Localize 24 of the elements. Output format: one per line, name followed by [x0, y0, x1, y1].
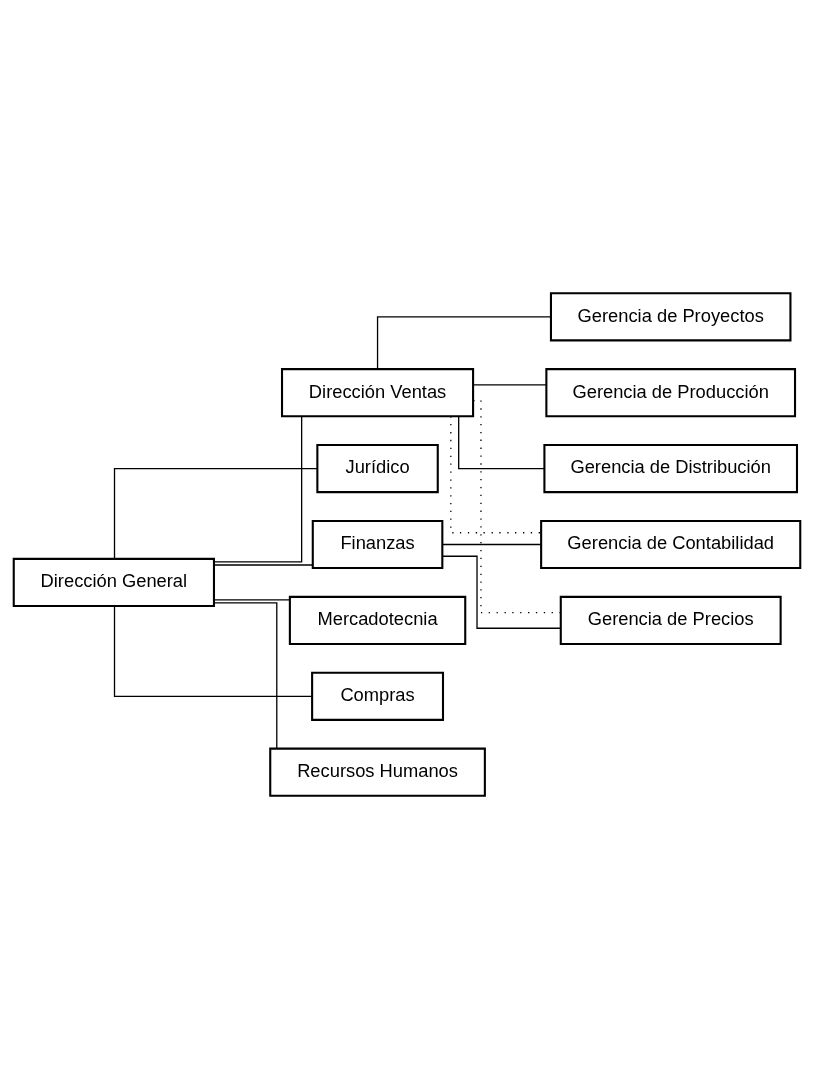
node-box: Gerencia de Precios	[559, 595, 782, 645]
connector	[113, 604, 313, 697]
node-box: Recursos Humanos	[269, 747, 486, 797]
connector	[213, 415, 303, 563]
node-box: Gerencia de Distribución	[543, 443, 799, 493]
node-box: Gerencia de Contabilidad	[540, 519, 802, 569]
node-box: Compras	[311, 671, 445, 721]
connector	[442, 555, 561, 629]
node-box: Dirección General	[12, 557, 215, 607]
connector	[213, 563, 314, 566]
node-box: Dirección Ventas	[280, 367, 475, 417]
connector	[213, 598, 291, 601]
connector	[450, 415, 542, 533]
connector	[472, 383, 547, 385]
connector	[441, 543, 542, 545]
node-box: Jurídico	[316, 443, 439, 493]
connector	[376, 315, 552, 370]
connector	[113, 467, 318, 559]
node-box: Finanzas	[311, 519, 444, 569]
connector	[458, 415, 545, 469]
node-box: Gerencia de Proyectos	[549, 291, 792, 341]
node-box: Mercadotecnia	[288, 595, 467, 645]
connector	[213, 601, 278, 749]
node-box: Gerencia de Producción	[545, 367, 797, 417]
